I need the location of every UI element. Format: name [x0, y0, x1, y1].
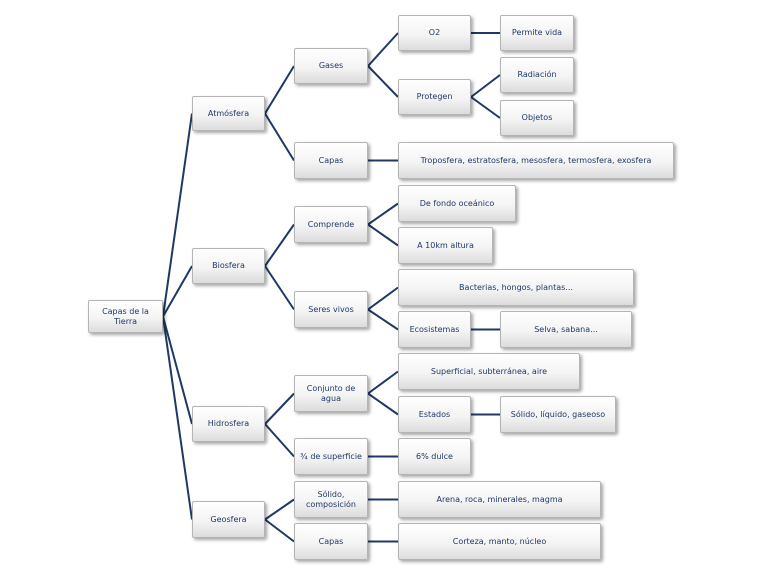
node-conjunto-agua: Conjunto de agua — [294, 375, 368, 412]
connector-line — [470, 74, 501, 98]
node-solido: Sólido, composición — [294, 481, 368, 518]
connector-line — [470, 96, 501, 119]
node-superficie: ¾ de superficie — [294, 438, 368, 475]
connector-line — [367, 370, 399, 395]
node-ecosistemas: Ecosistemas — [398, 311, 471, 348]
node-hidrosfera: Hidrosfera — [192, 406, 265, 442]
node-dulce: 6% dulce — [398, 438, 471, 475]
node-comprende: Comprende — [294, 206, 368, 243]
connector-line — [264, 65, 295, 115]
connector-line — [367, 32, 399, 67]
node-biosfera: Biosfera — [192, 248, 265, 284]
connector-line — [264, 518, 295, 543]
node-atm-capas-detalle: Troposfera, estratosfera, mesosfera, ter… — [398, 142, 674, 179]
connector-line — [162, 265, 193, 317]
node-organismos: Bacterias, hongos, plantas... — [398, 269, 634, 306]
node-seres-vivos: Seres vivos — [294, 291, 368, 328]
node-altura: A 10km altura — [398, 227, 493, 264]
connector-line — [367, 286, 399, 311]
connector-line — [162, 113, 193, 317]
connector-line — [367, 223, 399, 247]
connector-line — [162, 316, 193, 425]
node-root: Capas de la Tierra — [88, 300, 163, 333]
node-atm-capas: Capas — [294, 142, 368, 179]
node-geo-capas-detalle: Corteza, manto, núcleo — [398, 523, 601, 560]
connector-line — [367, 65, 399, 98]
node-fondo-oceanico: De fondo oceánico — [398, 185, 516, 222]
node-gases: Gases — [294, 48, 368, 84]
connector-line — [367, 392, 399, 416]
connector-line — [367, 308, 399, 331]
connector-line — [264, 498, 295, 521]
connector-line — [264, 223, 295, 267]
connector-line — [264, 112, 295, 162]
connector-line — [367, 202, 399, 226]
connector-line — [264, 265, 295, 311]
connector-line — [162, 316, 193, 520]
node-geo-capas: Capas — [294, 523, 368, 560]
node-ecosistemas-ejemplos: Selva, sabana... — [500, 311, 632, 348]
connector-line — [264, 423, 295, 458]
node-permite-vida: Permite vida — [500, 15, 574, 51]
node-protegen: Protegen — [398, 79, 471, 115]
node-atmosfera: Atmósfera — [192, 96, 265, 131]
node-o2: O2 — [398, 15, 471, 51]
connector-line — [264, 392, 295, 425]
node-geosfera: Geosfera — [192, 501, 265, 538]
node-estados-detalle: Sólido, líquido, gaseoso — [500, 396, 616, 433]
node-materiales: Arena, roca, minerales, magma — [398, 481, 601, 518]
node-radiacion: Radiación — [500, 57, 574, 93]
node-objetos: Objetos — [500, 100, 574, 136]
node-estados: Estados — [398, 396, 471, 433]
node-tipos-agua: Superficial, subterránea, aire — [398, 353, 580, 390]
